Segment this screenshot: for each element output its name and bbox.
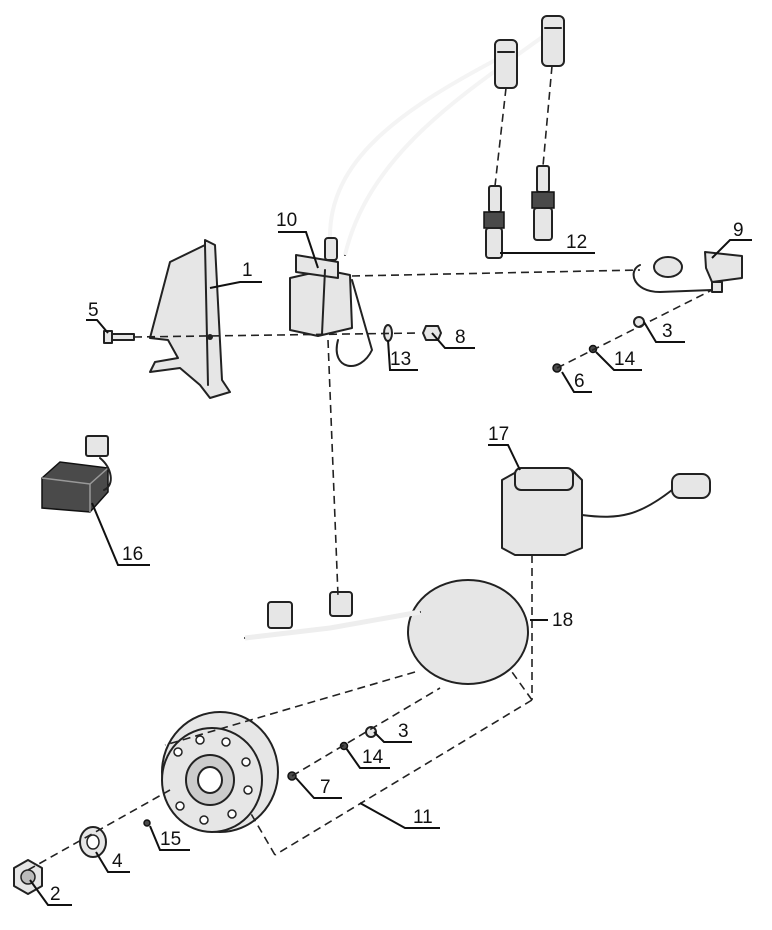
- callout-8: 8: [455, 327, 466, 348]
- callout-14-bottom: 14: [362, 747, 384, 768]
- callout-numbers: 1 2 3 3 4 5 6 7 8 9 10 11 12 13 14 14 15…: [50, 210, 744, 905]
- callout-3-top: 3: [662, 321, 673, 342]
- flywheel: [161, 711, 279, 833]
- small-fasteners-bottom: [143, 726, 377, 827]
- callout-12: 12: [566, 232, 587, 253]
- leader-lines: [29, 231, 752, 906]
- callout-11: 11: [413, 807, 433, 828]
- ignition-module: [501, 467, 711, 556]
- spark-plug-caps: [494, 15, 565, 89]
- callout-9: 9: [733, 220, 744, 241]
- callout-14-top: 14: [614, 349, 636, 370]
- flywheel-nut: [13, 859, 43, 895]
- bolt: [103, 330, 135, 344]
- callout-10: 10: [276, 210, 297, 231]
- callout-13: 13: [390, 349, 411, 370]
- callout-4: 4: [112, 851, 123, 872]
- callout-6: 6: [574, 371, 585, 392]
- spark-plugs: [483, 165, 555, 259]
- flywheel-washer: [79, 826, 107, 858]
- callout-3-bottom: 3: [398, 721, 409, 742]
- regulator-module: [41, 435, 112, 513]
- ignition-coil: [289, 237, 353, 337]
- mounting-bracket: [149, 239, 231, 399]
- callout-1: 1: [242, 260, 253, 281]
- callout-16: 16: [122, 544, 143, 565]
- stator: [244, 579, 529, 685]
- assembly-lines: [27, 65, 713, 871]
- pickup-sensor: [632, 251, 743, 293]
- callout-18: 18: [552, 610, 573, 631]
- callout-2: 2: [50, 884, 61, 905]
- callout-15: 15: [160, 829, 181, 850]
- callout-5: 5: [88, 300, 99, 321]
- callout-7: 7: [320, 777, 331, 798]
- ht-leads: [327, 28, 554, 367]
- callout-17: 17: [488, 424, 509, 445]
